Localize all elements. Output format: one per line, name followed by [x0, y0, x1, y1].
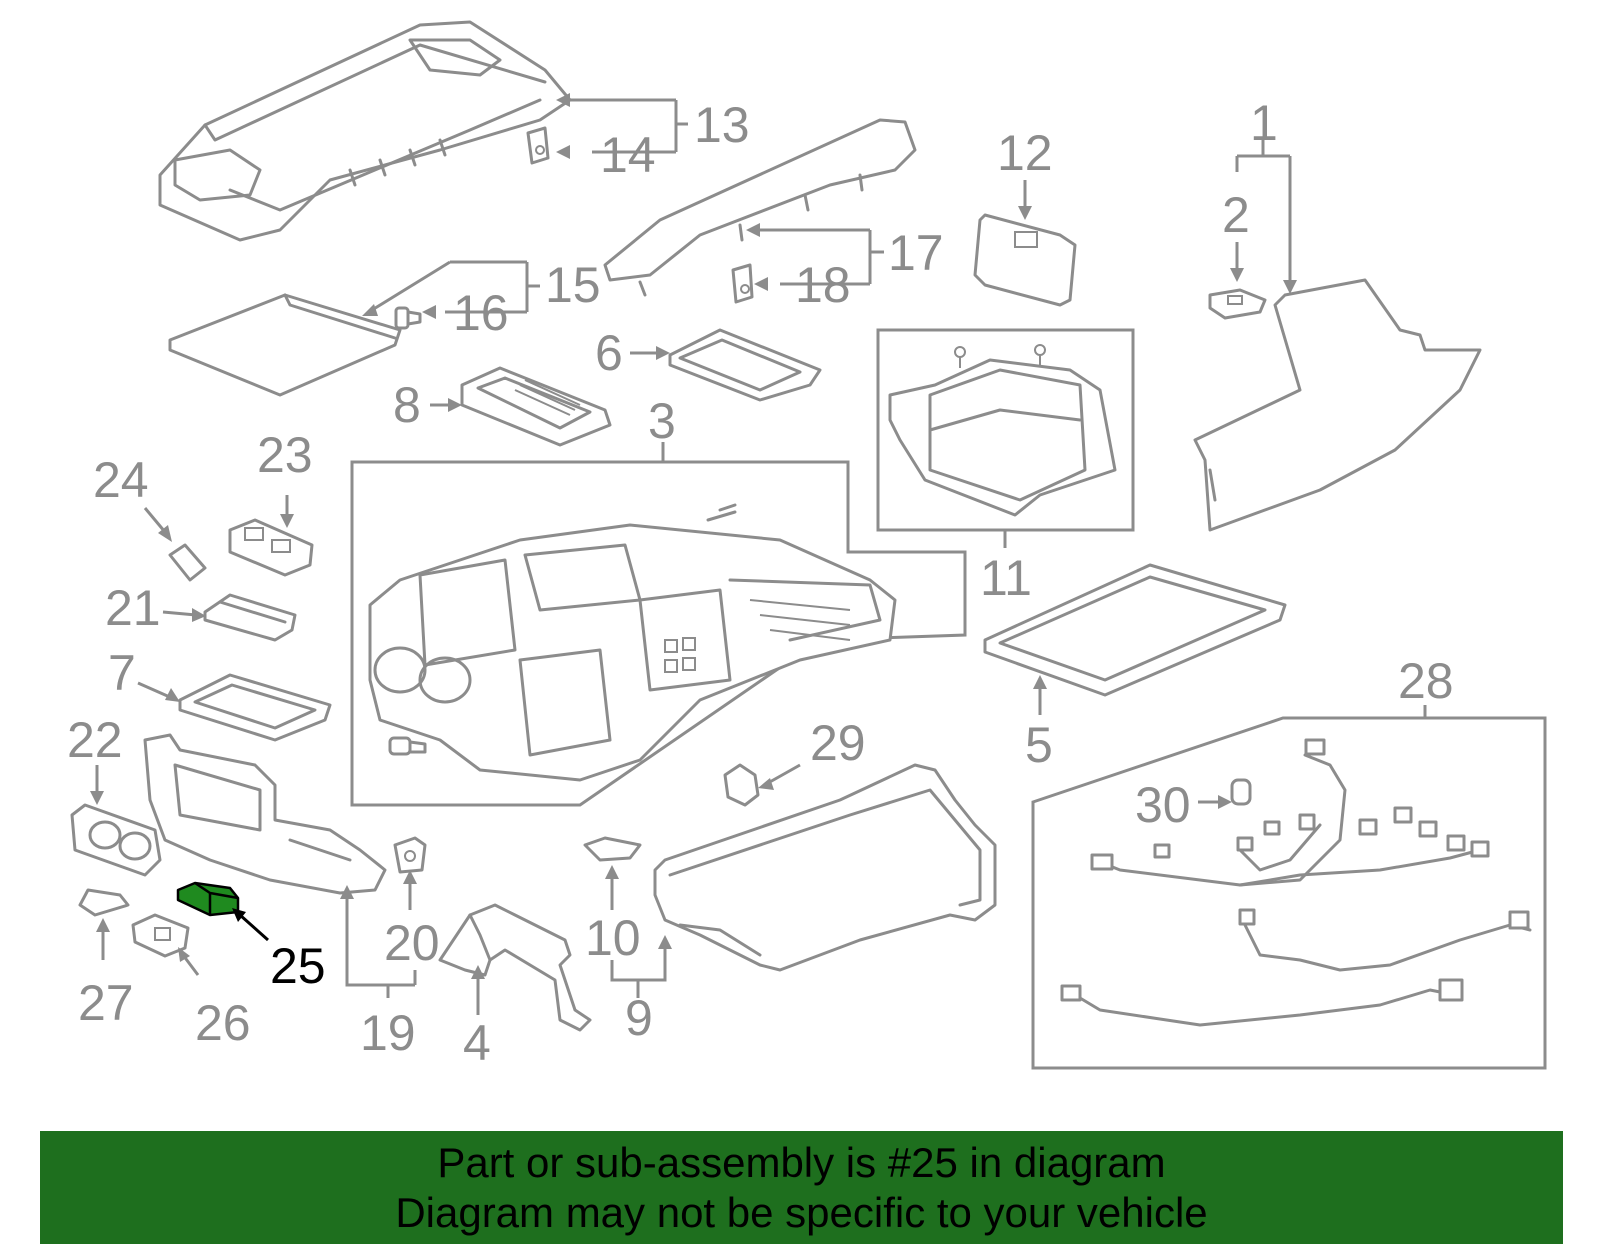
part-15-mat — [168, 293, 402, 397]
part-21-bracket — [203, 593, 297, 642]
part-8-tray-insert — [460, 366, 612, 447]
banner-line-part: Part or sub-assembly is #25 in diagram — [437, 1138, 1166, 1186]
part-12-pad — [973, 213, 1077, 307]
callout-29: 29 — [810, 715, 866, 771]
callout-5: 5 — [1025, 717, 1053, 773]
callout-11: 11 — [980, 550, 1032, 606]
part-17-trim-strip — [603, 118, 917, 297]
leader-lines — [90, 93, 1427, 1015]
callout-23: 23 — [257, 427, 313, 483]
part-3-console-box — [350, 460, 967, 807]
part-7-mat — [178, 673, 332, 742]
part-18-clip — [731, 263, 754, 304]
callout-1: 1 — [1250, 95, 1278, 151]
callout-14: 14 — [600, 127, 656, 183]
part-25-highlighted-part — [176, 881, 240, 917]
callout-28: 28 — [1398, 653, 1454, 709]
part-16-screw — [394, 306, 422, 330]
callout-13: 13 — [694, 97, 750, 153]
callout-6: 6 — [595, 325, 623, 381]
part-13-armrest-tray — [158, 20, 572, 242]
part-24-cover — [168, 543, 207, 582]
callout-19: 19 — [360, 1005, 416, 1061]
callout-21: 21 — [105, 580, 161, 636]
part-5-mat — [983, 563, 1287, 697]
callout-22: 22 — [67, 712, 123, 768]
callout-30: 30 — [1135, 777, 1191, 833]
part-6-tray — [668, 328, 822, 402]
callout-18: 18 — [795, 257, 851, 313]
part-26-switch — [131, 913, 190, 958]
part-29-clip — [723, 763, 760, 807]
part-4-bracket — [438, 903, 592, 1032]
callout-3: 3 — [648, 393, 676, 449]
part-1-side-panel — [1193, 278, 1482, 532]
part-19-bezel — [143, 733, 387, 895]
part-28-harness-box — [1031, 716, 1547, 1070]
part-27-cover — [78, 888, 130, 917]
callout-26: 26 — [195, 995, 251, 1051]
banner-line-disclaimer: Diagram may not be specific to your vehi… — [395, 1188, 1208, 1236]
callout-10: 10 — [585, 910, 641, 966]
callout-25: 25 — [270, 938, 326, 994]
callout-24: 24 — [93, 452, 149, 508]
callout-27: 27 — [78, 975, 134, 1031]
part-14-clip — [526, 126, 550, 165]
callout-7: 7 — [108, 645, 136, 701]
callout-16: 16 — [453, 285, 509, 341]
part-20-clip — [393, 836, 427, 874]
callout-17: 17 — [888, 225, 944, 281]
callout-8: 8 — [393, 377, 421, 433]
callout-9: 9 — [625, 990, 653, 1046]
part-2-clip — [1208, 288, 1267, 320]
callout-12: 12 — [997, 125, 1053, 181]
callout-4: 4 — [463, 1015, 491, 1071]
callout-numbers: 1 2 3 4 5 6 7 8 9 10 11 12 13 14 15 16 1… — [67, 95, 1454, 1071]
callout-2: 2 — [1222, 187, 1250, 243]
part-23-switch — [228, 518, 314, 577]
part-11-bin-box — [876, 328, 1135, 532]
part-22-cupholder — [70, 803, 162, 877]
info-banner: Part or sub-assembly is #25 in diagram D… — [40, 1131, 1563, 1244]
callout-15: 15 — [545, 257, 601, 313]
part-9-lower-housing — [653, 763, 997, 972]
callout-20: 20 — [384, 915, 440, 971]
part-10-clip — [583, 836, 642, 862]
